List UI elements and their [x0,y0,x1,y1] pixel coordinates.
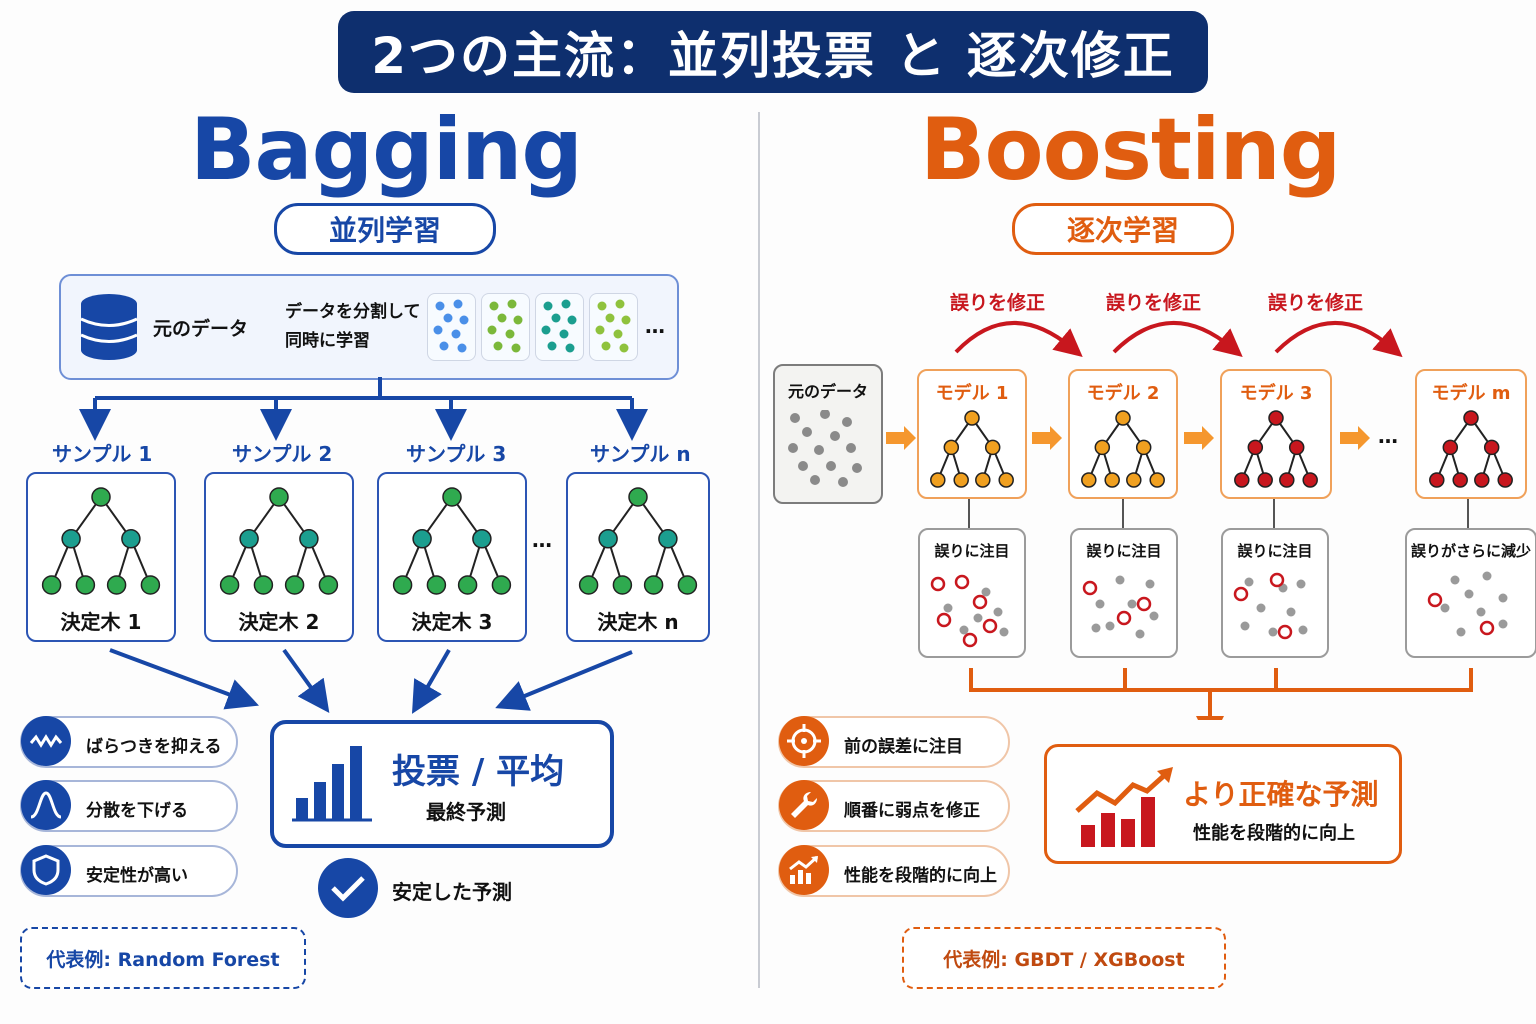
wave-icon [21,716,71,766]
vote-title: 投票 / 平均 [392,752,565,792]
split-description: データを分割して 同時に学習 [285,298,421,356]
model-box-2: モデル 2 [1068,369,1178,499]
subset-ellipsis: … [645,314,665,338]
vote-average-box: 投票 / 平均 最終予測 [270,720,614,848]
error-label-1: 誤りに注目 [934,542,1010,560]
boost-source-label: 元のデータ [787,382,868,401]
tree-icon [1429,410,1513,488]
sample-label-1: サンプル 1 [52,442,153,466]
model-ellipsis: … [1378,424,1398,448]
bagging-title: Bagging [190,100,583,200]
database-icon [80,294,138,360]
tree-icon [219,487,339,595]
boosting-feature-3: 性能を段階的に向上 [778,845,1010,897]
tree-label-1: 決定木 1 [60,610,142,634]
trend-up-icon [779,845,829,895]
boosting-title: Boosting [920,100,1341,200]
feature-text: 前の誤差に注目 [844,737,963,757]
title-banner: 2つの主流：並列投票 と 逐次修正 [338,11,1208,93]
correct-label-2: 誤りを修正 [1106,292,1202,314]
error-box-m: 誤りがさらに減少 [1405,528,1536,658]
feature-text: 性能を段階的に向上 [844,866,997,886]
error-box-2: 誤りに注目 [1070,528,1178,658]
decision-tree-n: 決定木 n [566,472,710,642]
model-label-m: モデル m [1431,383,1511,404]
data-subset-1 [427,293,476,361]
boosting-feature-2: 順番に弱点を修正 [778,780,1010,832]
split-line-1: データを分割して [285,302,421,322]
boosting-feature-1: 前の誤差に注目 [778,716,1010,768]
boosting-result-box: より正確な予測 性能を段階的に向上 [1044,744,1402,864]
sample-label-3: サンプル 3 [406,442,507,466]
error-box-3: 誤りに注目 [1221,528,1329,658]
decision-tree-2: 決定木 2 [204,472,354,642]
bagging-feature-1: ばらつきを抑える [20,716,238,768]
feature-text: 分散を下げる [86,801,188,821]
correct-label-3: 誤りを修正 [1268,292,1364,314]
error-points [1233,572,1308,640]
tree-icon [1234,410,1318,488]
center-divider [758,112,760,988]
error-label-m: 誤りがさらに減少 [1410,542,1531,560]
correct-label-1: 誤りを修正 [950,292,1046,314]
model-label-2: モデル 2 [1086,383,1160,404]
tree-icon [578,487,698,595]
bagging-result: 安定した予測 [392,880,512,904]
model-label-1: モデル 1 [935,383,1009,404]
tree-icon [930,410,1014,488]
model-box-m: モデル m [1415,369,1527,499]
source-data-label: 元のデータ [153,318,249,340]
tree-label-2: 決定木 2 [238,610,320,634]
wrench-icon [779,780,829,830]
bagging-source-data-box: 元のデータ データを分割して 同時に学習 … [59,274,679,380]
bagging-tag: 並列学習 [274,203,496,255]
target-icon [779,716,829,766]
data-subset-3 [535,293,584,361]
tree-label-n: 決定木 n [597,610,679,634]
sample-label-2: サンプル 2 [232,442,333,466]
vote-subtitle: 最終予測 [426,800,506,824]
boosting-tag: 逐次学習 [1012,203,1234,255]
page-title: 2つの主流：並列投票 と 逐次修正 [371,27,1175,85]
bagging-arrows [79,377,648,714]
error-points [1082,575,1159,639]
feature-text: ばらつきを抑える [86,737,222,757]
boosting-arrows [886,321,1473,720]
boosting-source-data: 元のデータ [773,364,883,504]
tree-icon [41,487,161,595]
model-label-3: モデル 3 [1239,383,1313,404]
error-points [1427,571,1508,637]
bar-chart-icon [292,746,372,822]
decision-tree-1: 決定木 1 [26,472,176,642]
data-points [788,410,862,487]
bagging-example: 代表例: Random Forest [20,927,306,989]
tree-icon [392,487,512,595]
error-label-2: 誤りに注目 [1086,542,1162,560]
feature-text: 安定性が高い [86,866,188,886]
split-line-2: 同時に学習 [285,331,370,351]
data-subset-4 [589,293,638,361]
error-points [930,574,1009,648]
error-box-1: 誤りに注目 [918,528,1026,658]
result-subtitle: 性能を段階的に向上 [1193,823,1355,844]
decision-tree-3: 決定木 3 [377,472,527,642]
error-label-3: 誤りに注目 [1237,542,1313,560]
result-title: より正確な予測 [1183,778,1379,811]
model-box-3: モデル 3 [1220,369,1332,499]
check-icon [318,858,378,918]
data-subset-2 [481,293,530,361]
trend-up-icon [1075,767,1173,847]
boosting-example: 代表例: GBDT / XGBoost [902,927,1226,989]
sample-label-n: サンプル n [590,442,691,466]
tree-ellipsis: … [532,528,552,552]
tree-label-3: 決定木 3 [411,610,493,634]
feature-text: 順番に弱点を修正 [844,801,980,821]
shield-icon [21,845,71,895]
model-box-1: モデル 1 [917,369,1027,499]
bagging-feature-2: 分散を下げる [20,780,238,832]
bell-curve-icon [21,780,71,830]
tree-icon [1081,410,1165,488]
bagging-feature-3: 安定性が高い [20,845,238,897]
